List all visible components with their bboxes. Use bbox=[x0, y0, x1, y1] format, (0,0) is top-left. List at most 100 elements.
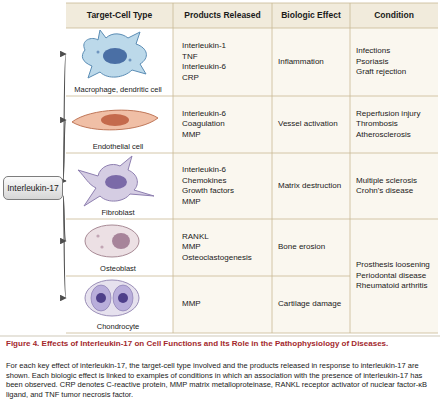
grid-line bbox=[66, 96, 438, 97]
caption-rule bbox=[0, 336, 440, 337]
figure-caption: Figure 4. Effects of Interleukin-17 on C… bbox=[6, 339, 434, 349]
table-text: Interleukin-6 bbox=[182, 165, 270, 176]
table-text: MMP bbox=[182, 197, 270, 208]
table-text: Interleukin-6 bbox=[182, 109, 270, 120]
table-text: TNF bbox=[182, 52, 270, 63]
arrow-connector bbox=[63, 196, 66, 298]
effect-cell: Vessel activation bbox=[278, 96, 350, 153]
arrow-connector bbox=[63, 120, 66, 180]
fibroblast-cell bbox=[78, 156, 154, 206]
effect-cell: Cartilage damage bbox=[278, 276, 350, 333]
column-header: Condition bbox=[350, 3, 438, 28]
condition-cell: Reperfusion injuryThrombosisAtherosclero… bbox=[356, 96, 438, 153]
macrophage-cell bbox=[82, 30, 146, 78]
table-text: Chemokines bbox=[182, 176, 270, 187]
cell-name: Endothelial cell bbox=[66, 142, 170, 151]
chondrocyte-cell bbox=[91, 285, 111, 311]
arrow-connector bbox=[63, 54, 66, 180]
condition-cell: Prosthesis looseningPeriodontal diseaseR… bbox=[356, 219, 438, 333]
cell-nucleus bbox=[101, 114, 129, 126]
cartilage-lacuna bbox=[85, 280, 139, 316]
table-text: Condition bbox=[374, 10, 414, 21]
grid-line bbox=[350, 3, 351, 333]
table-text: Reperfusion injury bbox=[356, 109, 438, 120]
table-text: Crohn's disease bbox=[356, 186, 438, 197]
cell-name: Fibroblast bbox=[66, 208, 170, 217]
cell-nucleus bbox=[103, 48, 127, 64]
condition-cell: Multiple sclerosisCrohn's disease bbox=[356, 153, 438, 219]
target-cell: Endothelial cell bbox=[66, 100, 170, 152]
endothelial-cell bbox=[72, 110, 158, 130]
condition-cell: InfectionsPsoriasisGraft rejection bbox=[356, 28, 438, 96]
table-text: Atherosclerosis bbox=[356, 130, 438, 141]
table-text: Vessel activation bbox=[278, 119, 350, 130]
arrow-connector bbox=[63, 196, 66, 241]
table-text: Products Released bbox=[184, 10, 261, 21]
table-text: Matrix destruction bbox=[278, 181, 350, 192]
grid-line bbox=[66, 333, 438, 334]
table-text: Periodontal disease bbox=[356, 271, 438, 282]
table-grid bbox=[66, 3, 438, 333]
table-shading bbox=[173, 3, 438, 333]
column-header: Products Released bbox=[173, 3, 272, 28]
table-text: CRP bbox=[182, 73, 270, 84]
grid-line bbox=[66, 3, 438, 4]
grid-line bbox=[66, 276, 350, 277]
cell-nucleus bbox=[118, 293, 128, 303]
table-text: MMP bbox=[182, 130, 270, 141]
cell-name: Chondrocyte bbox=[66, 322, 170, 331]
grid-line bbox=[66, 153, 438, 154]
products-cell: MMP bbox=[182, 276, 270, 333]
table-text: Graft rejection bbox=[356, 67, 438, 78]
grid-line bbox=[272, 3, 273, 333]
grid-line bbox=[66, 28, 438, 29]
table-text: Inflammation bbox=[278, 57, 350, 68]
cell-nucleus bbox=[96, 293, 106, 303]
table-text: Thrombosis bbox=[356, 119, 438, 130]
table-text: RANKL bbox=[182, 232, 270, 243]
cell-nucleus bbox=[105, 175, 127, 189]
table-text: Rheumatoid arthritis bbox=[356, 281, 438, 292]
target-cell: Osteoblast bbox=[66, 222, 170, 274]
table-text: Prosthesis loosening bbox=[356, 260, 438, 271]
grid-line bbox=[173, 3, 174, 333]
table-text: Target-Cell Type bbox=[87, 10, 152, 21]
cell-name: Macrophage, dendritic cell bbox=[66, 85, 170, 94]
cell-nucleus bbox=[112, 233, 130, 249]
table-text: Growth factors bbox=[182, 186, 270, 197]
table-text: Cartilage damage bbox=[278, 299, 350, 310]
table-text: Multiple sclerosis bbox=[356, 176, 438, 187]
caption-text: For each key effect of interleukin-17, t… bbox=[6, 361, 434, 399]
products-cell: Interleukin-1TNFInterleukin-6CRP bbox=[182, 28, 270, 96]
header-band bbox=[66, 3, 438, 28]
column-header: Biologic Effect bbox=[272, 3, 350, 28]
caption-body: For each key effect of interleukin-17, t… bbox=[6, 361, 434, 416]
table-text: Biologic Effect bbox=[281, 10, 341, 21]
effect-cell: Inflammation bbox=[278, 28, 350, 96]
cell-granule bbox=[100, 245, 103, 248]
arrow-connector bbox=[63, 180, 66, 181]
effect-cell: Matrix destruction bbox=[278, 153, 350, 219]
table-text: MMP bbox=[182, 299, 270, 310]
table-text: MMP bbox=[182, 242, 270, 253]
table-text: Infections bbox=[356, 46, 438, 57]
products-cell: RANKLMMPOsteoclastogenesis bbox=[182, 219, 270, 276]
grid-line bbox=[66, 219, 438, 220]
table-text: Psoriasis bbox=[356, 57, 438, 68]
osteoblast-cell bbox=[85, 225, 139, 257]
chondrocyte-cell bbox=[113, 285, 133, 311]
cell-granule bbox=[97, 51, 100, 54]
target-cell: Fibroblast bbox=[66, 155, 170, 218]
table-text: Coagulation bbox=[182, 119, 270, 130]
cell-name: Osteoblast bbox=[66, 264, 170, 273]
target-cell: Chondrocyte bbox=[66, 278, 170, 332]
products-cell: Interleukin-6ChemokinesGrowth factorsMMP bbox=[182, 153, 270, 219]
cell-granule bbox=[129, 59, 132, 62]
cell-granule bbox=[96, 234, 99, 237]
target-cell: Macrophage, dendritic cell bbox=[66, 30, 170, 95]
effect-cell: Bone erosion bbox=[278, 219, 350, 276]
table-text: Bone erosion bbox=[278, 242, 350, 253]
table-text: Interleukin-6 bbox=[182, 62, 270, 73]
cytokine-box: Interleukin-17 bbox=[3, 176, 63, 200]
products-cell: Interleukin-6CoagulationMMP bbox=[182, 96, 270, 153]
